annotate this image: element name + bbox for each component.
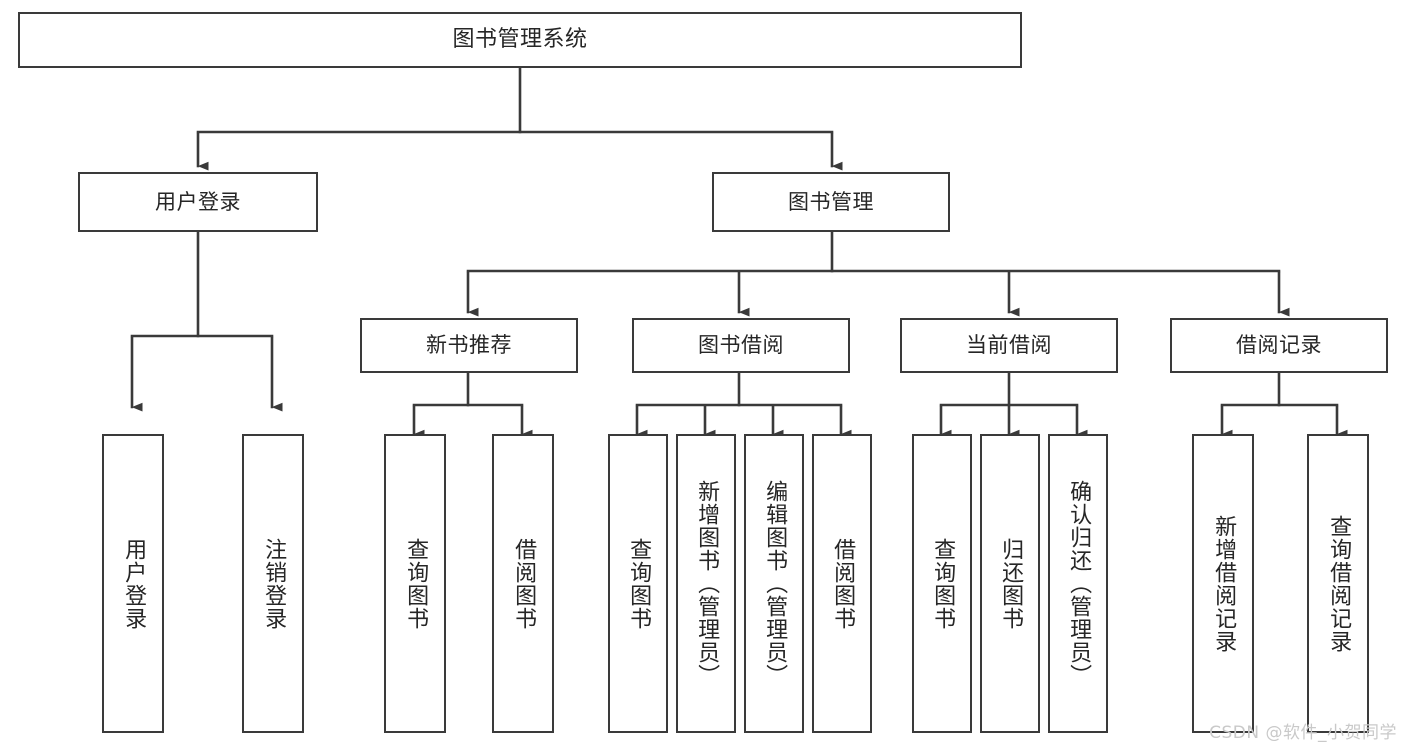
leaf-borrow-add-book-admin[interactable]: 新增图书（管理员） [676, 434, 736, 733]
watermark-text: CSDN @软件_小贺同学 [1209, 723, 1397, 743]
leaf-recommend-query-book[interactable]: 查询图书 [384, 434, 446, 733]
leaf-current-query-book[interactable]: 查询图书 [912, 434, 972, 733]
node-label: 归还图书 [998, 537, 1024, 630]
node-label: 查询图书 [403, 537, 429, 630]
node-label: 借阅记录 [1236, 333, 1322, 358]
node-label: 查询借阅记录 [1326, 514, 1352, 653]
leaf-borrow-query-book[interactable]: 查询图书 [608, 434, 668, 733]
node-label: 用户登录 [121, 537, 147, 630]
node-label: 新增借阅记录 [1211, 514, 1237, 653]
leaf-current-confirm-return-admin[interactable]: 确认归还（管理员） [1048, 434, 1108, 733]
node-label: 图书管理系统 [452, 27, 588, 53]
leaf-current-return-book[interactable]: 归还图书 [980, 434, 1040, 733]
leaf-record-add-borrow-record[interactable]: 新增借阅记录 [1192, 434, 1254, 733]
node-book-borrow[interactable]: 图书借阅 [632, 318, 850, 373]
leaf-borrow-edit-book-admin[interactable]: 编辑图书（管理员） [744, 434, 804, 733]
node-label: 编辑图书（管理员） [762, 480, 788, 687]
node-label: 查询图书 [626, 537, 652, 630]
node-user-login[interactable]: 用户登录 [78, 172, 318, 232]
node-borrow-record[interactable]: 借阅记录 [1170, 318, 1388, 373]
node-label: 新增图书（管理员） [694, 480, 720, 687]
leaf-recommend-borrow-book[interactable]: 借阅图书 [492, 434, 554, 733]
node-label: 注销登录 [261, 537, 287, 630]
node-label: 图书借阅 [698, 333, 784, 358]
node-label: 查询图书 [930, 537, 956, 630]
node-new-book-recommend[interactable]: 新书推荐 [360, 318, 578, 373]
leaf-user-login[interactable]: 用户登录 [102, 434, 164, 733]
node-label: 用户登录 [155, 189, 241, 214]
node-label: 新书推荐 [426, 333, 512, 358]
node-label: 确认归还（管理员） [1066, 480, 1092, 687]
leaf-logout[interactable]: 注销登录 [242, 434, 304, 733]
node-root-book-management-system[interactable]: 图书管理系统 [18, 12, 1022, 68]
node-label: 图书管理 [788, 189, 874, 214]
node-label: 借阅图书 [511, 537, 537, 630]
leaf-record-query-borrow-record[interactable]: 查询借阅记录 [1307, 434, 1369, 733]
leaf-borrow-borrow-book[interactable]: 借阅图书 [812, 434, 872, 733]
node-label: 当前借阅 [966, 333, 1052, 358]
node-current-borrow[interactable]: 当前借阅 [900, 318, 1118, 373]
node-book-management[interactable]: 图书管理 [712, 172, 950, 232]
node-label: 借阅图书 [830, 537, 856, 630]
